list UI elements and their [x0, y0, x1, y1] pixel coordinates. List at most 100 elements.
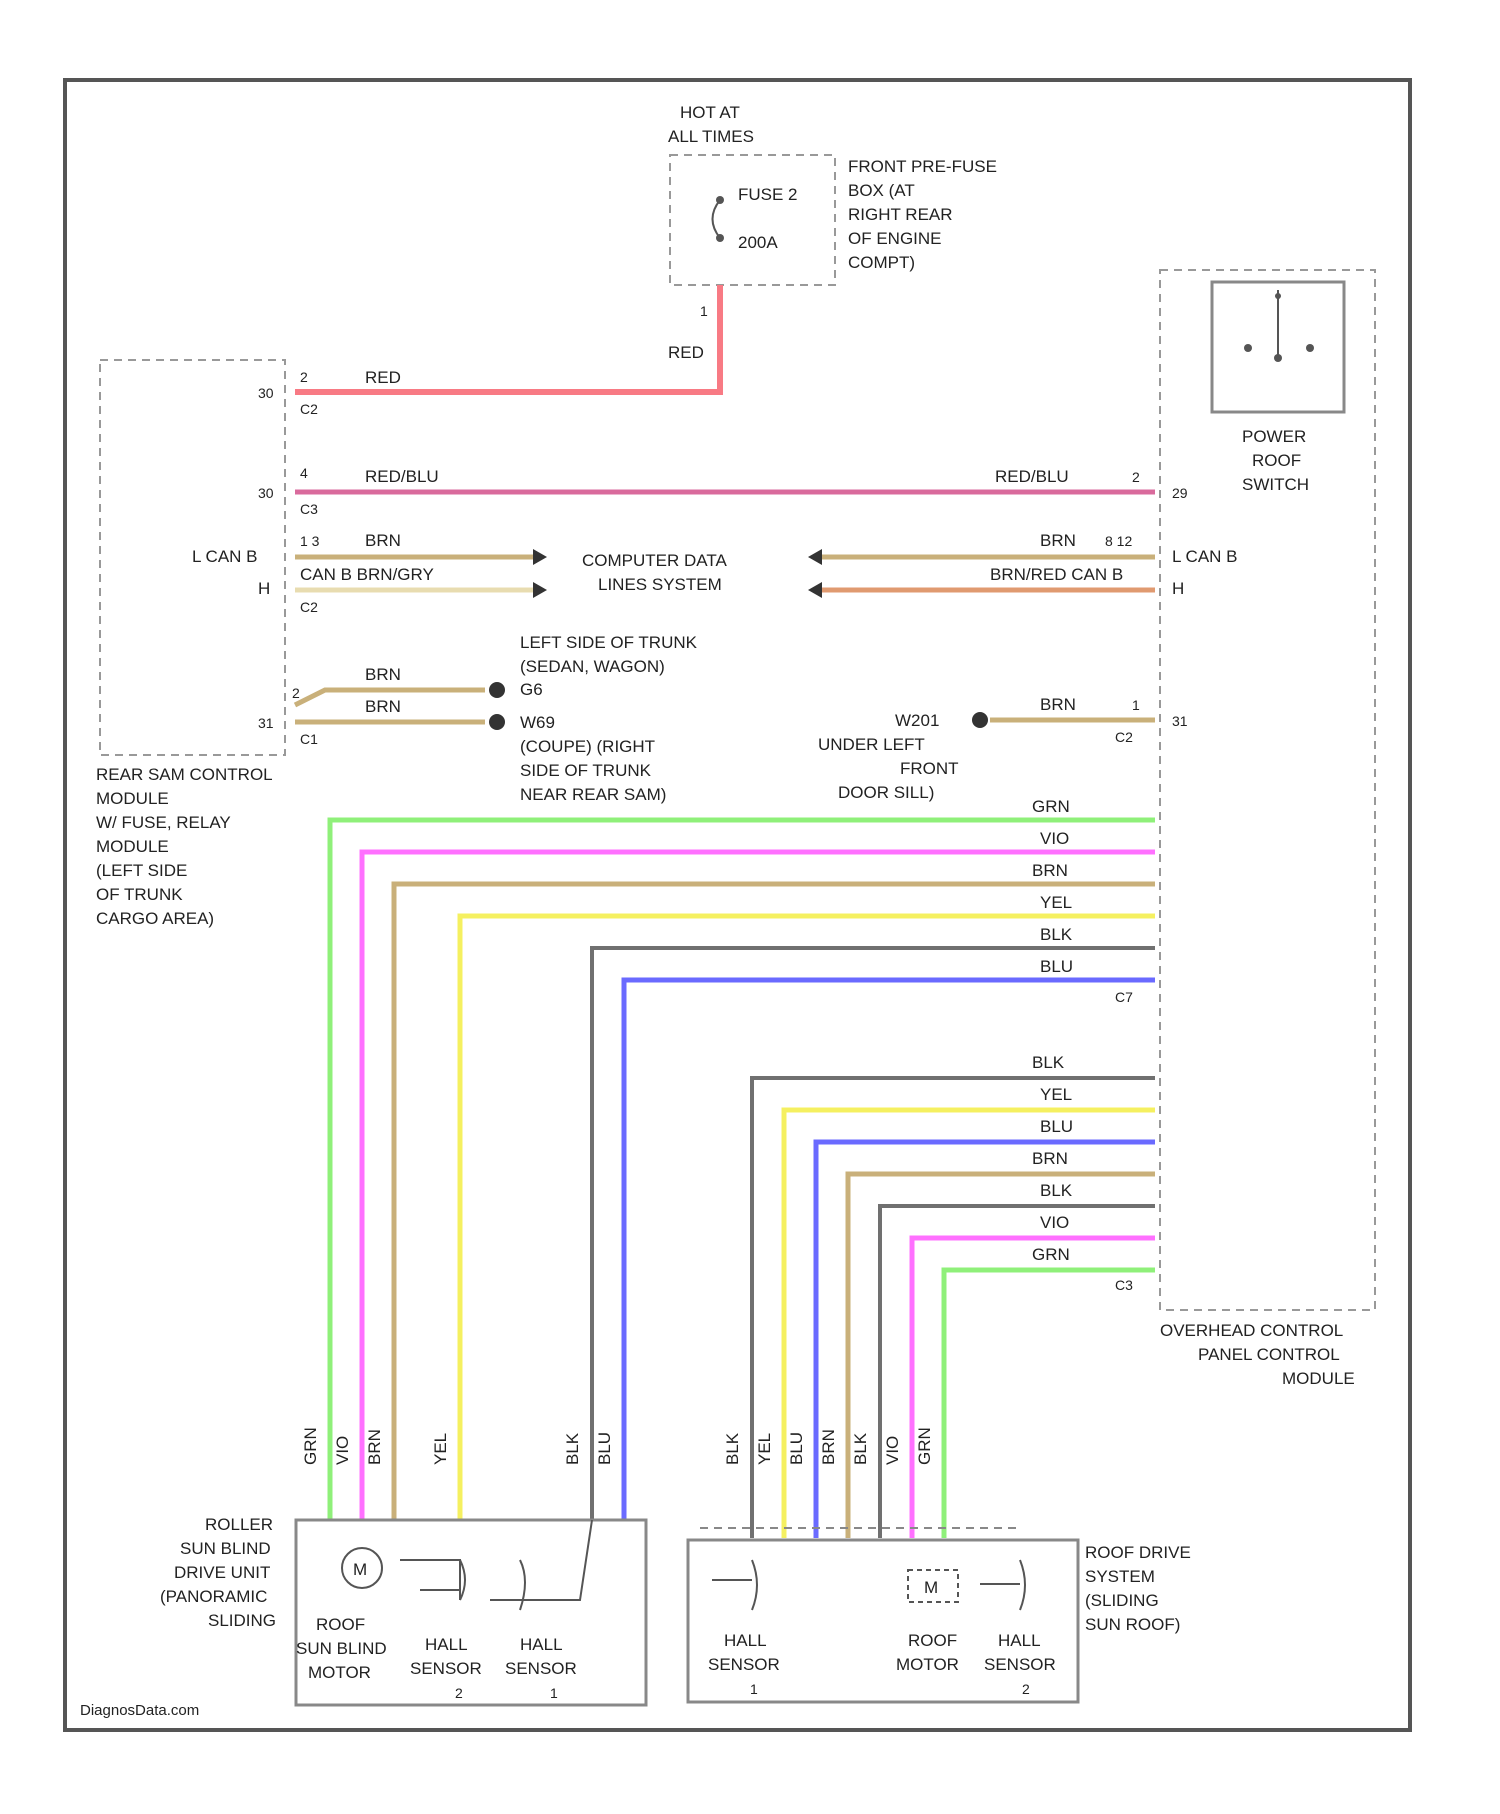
vlabel-brn-roof: BRN: [819, 1429, 838, 1465]
wire-blu-roof: [816, 1142, 1155, 1538]
overhead-l-can-b: L CAN B: [1172, 547, 1238, 566]
vlabel-yel-roof: YEL: [755, 1433, 774, 1465]
wire-red-label: RED: [365, 368, 401, 387]
roof-hall2-label-1: HALL: [998, 1631, 1041, 1650]
sunblind-hall2-label-2: SENSOR: [410, 1659, 482, 1678]
sunblind-hall1-num: 1: [550, 1685, 558, 1701]
roof-hall-sensor-2: [980, 1560, 1025, 1610]
sunblind-label-3: DRIVE UNIT: [174, 1563, 270, 1582]
wire-yel-label-roof: YEL: [1040, 1085, 1072, 1104]
fuse-pin-1: 1: [700, 303, 708, 319]
ground-w69-desc-3: NEAR REAR SAM): [520, 785, 666, 804]
wire-red-blu-label-right: RED/BLU: [995, 467, 1069, 486]
ground-w201-dot: [972, 712, 988, 728]
power-roof-switch-label-1: POWER: [1242, 427, 1306, 446]
vlabel-grn: GRN: [301, 1427, 320, 1465]
fuse-rating: 200A: [738, 233, 778, 252]
ground-g6-desc-1: LEFT SIDE OF TRUNK: [520, 633, 698, 652]
rear-sam-pin-2: 2: [300, 369, 308, 385]
wire-blu-label-top: BLU: [1040, 957, 1073, 976]
fuse-name: FUSE 2: [738, 185, 798, 204]
roof-hall2-num: 2: [1022, 1681, 1030, 1697]
rear-sam-conn-c2b: C2: [300, 599, 318, 615]
wire-blu-label-roof: BLU: [1040, 1117, 1073, 1136]
sunblind-motor-label-1: ROOF: [316, 1615, 365, 1634]
sunblind-motor-m: M: [353, 1560, 367, 1579]
vlabel-blk-roof-2: BLK: [851, 1432, 870, 1465]
hot-at-all-times-line1: HOT AT: [680, 103, 740, 122]
vlabel-blk: BLK: [563, 1432, 582, 1465]
sunblind-label-2: SUN BLIND: [180, 1539, 271, 1558]
sunblind-hall2-label-1: HALL: [425, 1635, 468, 1654]
wire-red-label-vertical: RED: [668, 343, 704, 362]
rear-sam-pin-2b: 2: [292, 685, 300, 701]
roof-hall1-label-2: SENSOR: [708, 1655, 780, 1674]
wire-brn-label-g6: BRN: [365, 665, 401, 684]
roof-hall1-label-1: HALL: [724, 1631, 767, 1650]
fuse-box-label-3: RIGHT REAR: [848, 205, 953, 224]
wire-grn-label-roof: GRN: [1032, 1245, 1070, 1264]
wire-brn-label-can-left: BRN: [365, 531, 401, 550]
wire-yel-label-top: YEL: [1040, 893, 1072, 912]
rear-sam-pin-13: 1 3: [300, 533, 320, 549]
vlabel-brn: BRN: [365, 1429, 384, 1465]
roof-drive-label-2: SYSTEM: [1085, 1567, 1155, 1586]
rear-sam-conn-c1: C1: [300, 731, 318, 747]
overhead-conn-c3: C3: [1115, 1277, 1133, 1293]
rear-sam-pin-4: 4: [300, 465, 308, 481]
rear-sam-pin-30b: 30: [258, 485, 274, 501]
wire-blk-roof: [752, 1078, 1155, 1538]
vlabel-yel: YEL: [431, 1433, 450, 1465]
sunblind-label-1: ROLLER: [205, 1515, 273, 1534]
roof-motor-m: M: [924, 1578, 938, 1597]
ground-w69-dot: [489, 714, 505, 730]
wire-blk-roof-2: [880, 1206, 1155, 1538]
computer-data-line1: COMPUTER DATA: [582, 551, 727, 570]
wire-blk-label-roof-2: BLK: [1040, 1181, 1073, 1200]
overhead-pin-2: 2: [1132, 469, 1140, 485]
ground-w69-desc-1: (COUPE) (RIGHT: [520, 737, 655, 756]
fuse-box-label-2: BOX (AT: [848, 181, 915, 200]
roof-hall1-num: 1: [750, 1681, 758, 1697]
fuse-box-label-5: COMPT): [848, 253, 915, 272]
arrow-can-h-right: [808, 582, 822, 598]
roof-motor-label-2: MOTOR: [896, 1655, 959, 1674]
wire-blk-label-top: BLK: [1040, 925, 1073, 944]
wire-grn-roof: [944, 1270, 1155, 1538]
overhead-label-1: OVERHEAD CONTROL: [1160, 1321, 1343, 1340]
rear-sam-label-4: MODULE: [96, 837, 169, 856]
rear-sam-label-7: CARGO AREA): [96, 909, 214, 928]
roof-drive-label-4: SUN ROOF): [1085, 1615, 1180, 1634]
rear-sam-h: H: [258, 579, 270, 598]
ground-w201-desc-2: FRONT: [900, 759, 959, 778]
vlabel-blu-roof: BLU: [787, 1432, 806, 1465]
rear-sam-label-1: REAR SAM CONTROL: [96, 765, 273, 784]
sunblind-hall2-num: 2: [455, 1685, 463, 1701]
wire-brn-label-top: BRN: [1032, 861, 1068, 880]
wire-blk-sunblind: [592, 948, 1155, 1520]
wire-red: [295, 285, 720, 392]
fuse-box-outline: [670, 155, 835, 285]
roof-drive-label-1: ROOF DRIVE: [1085, 1543, 1191, 1562]
wire-brn-label-w201: BRN: [1040, 695, 1076, 714]
sunblind-hall-sensor-2: [400, 1560, 465, 1600]
ground-w69-desc-2: SIDE OF TRUNK: [520, 761, 652, 780]
roof-hall-sensor-1: [712, 1560, 757, 1610]
rear-sam-label-3: W/ FUSE, RELAY: [96, 813, 231, 832]
sunblind-label-4: (PANORAMIC: [160, 1587, 267, 1606]
roof-motor-icon: M: [908, 1570, 958, 1602]
sunblind-motor-label-3: MOTOR: [308, 1663, 371, 1682]
vlabel-blk-roof: BLK: [723, 1432, 742, 1465]
rear-sam-label-5: (LEFT SIDE: [96, 861, 187, 880]
vlabel-grn-roof: GRN: [915, 1427, 934, 1465]
ground-w201-label: W201: [895, 711, 939, 730]
fuse-box-label-1: FRONT PRE-FUSE: [848, 157, 997, 176]
computer-data-line2: LINES SYSTEM: [598, 575, 722, 594]
footer-watermark: DiagnosData.com: [80, 1702, 199, 1719]
vlabel-vio: VIO: [333, 1436, 352, 1465]
overhead-conn-c2: C2: [1115, 729, 1133, 745]
overhead-pin-31: 31: [1172, 713, 1188, 729]
sunblind-label-5: SLIDING: [208, 1611, 276, 1630]
overhead-pin-1: 1: [1132, 697, 1140, 713]
